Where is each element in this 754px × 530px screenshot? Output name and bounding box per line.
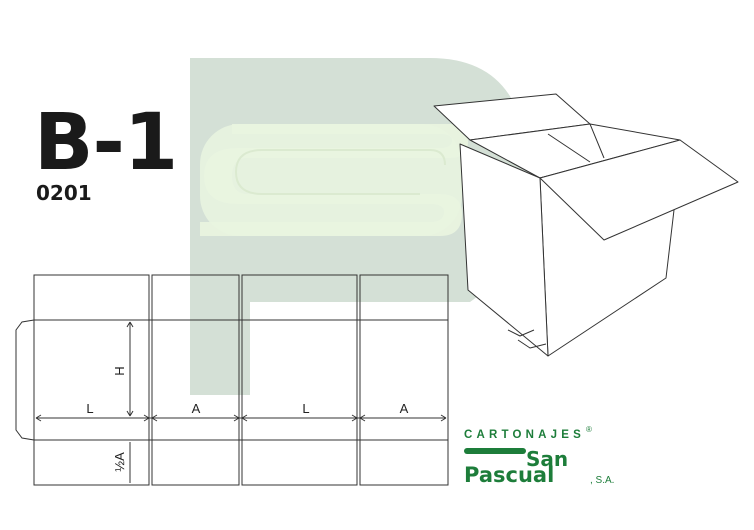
- label-half-a: ½A: [112, 452, 127, 472]
- label-length-left: L: [86, 401, 93, 416]
- brand-word-1: San: [526, 447, 568, 471]
- glue-tab: [15, 319, 35, 441]
- bottom-flap-1: [33, 439, 150, 486]
- brand-word-2: Pascual: [464, 463, 554, 487]
- dim-arrows: [35, 321, 447, 422]
- top-flap-1: [33, 274, 150, 321]
- brand-swoosh-top: [464, 448, 526, 454]
- label-width-a-1: A: [192, 401, 201, 416]
- brand-registered-mark: ®: [586, 425, 592, 434]
- body-panel-3: [241, 319, 358, 441]
- box-code: 0201: [36, 181, 92, 205]
- bottom-flap-3: [241, 439, 358, 486]
- brand-logo: CARTONAJES ® San Pascual , S.A.: [464, 425, 614, 487]
- bottom-flap-4: [359, 439, 449, 486]
- page-title: B-1: [34, 98, 178, 188]
- label-height: H: [112, 366, 127, 375]
- brand-top-line: CARTONAJES: [464, 429, 585, 441]
- body-panel-4: [359, 319, 449, 441]
- watermark-s-block: [200, 124, 462, 236]
- label-length-right: L: [302, 401, 309, 416]
- body-panel-1: [33, 319, 150, 441]
- brand-suffix: , S.A.: [590, 475, 614, 486]
- box-3d-illustration: [433, 93, 739, 357]
- label-width-a-2: A: [400, 401, 409, 416]
- watermark-s-curve: [234, 149, 446, 195]
- dieline: [15, 274, 449, 486]
- watermark-logo: [190, 58, 528, 395]
- bottom-flap-2: [151, 439, 240, 486]
